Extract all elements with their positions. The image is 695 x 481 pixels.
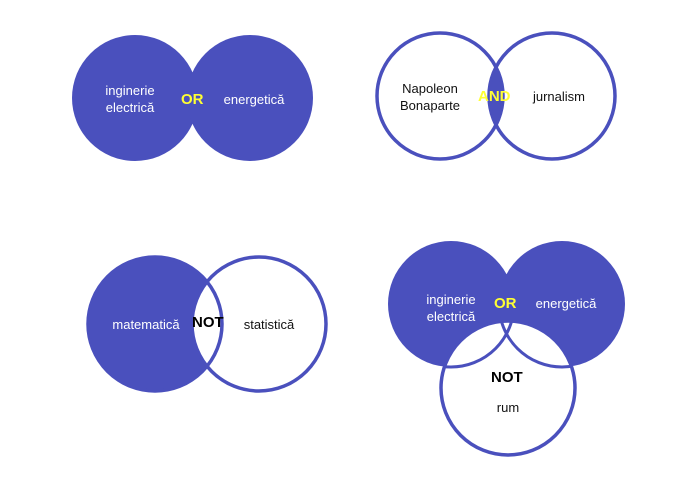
and-right-label: jurnalism (532, 89, 585, 104)
or-operator: OR (181, 91, 204, 108)
venn-and-top (375, 31, 617, 161)
venn-or-left-circle (72, 35, 198, 161)
venn-or-top (72, 35, 313, 161)
venn-or-not-left-arc (441, 321, 516, 369)
venn-or-not-right-arc (497, 321, 575, 369)
or-not-left-label-line1: inginerie (426, 292, 476, 307)
not-left-label: matematică (112, 317, 180, 332)
venn-or-not-bottom (388, 241, 625, 457)
or-not-or-operator: OR (494, 295, 517, 312)
and-operator: AND (478, 88, 511, 105)
or-left-label-line2: electrică (105, 100, 155, 115)
and-left-label-line1: Napoleon (402, 81, 458, 96)
venn-or-right-circle (187, 35, 313, 161)
venn-and-left-circle (375, 31, 505, 161)
or-not-right-label: energetică (535, 296, 597, 311)
or-right-label: energetică (223, 92, 285, 107)
venn-not-left-circle (88, 257, 222, 391)
or-not-left-label: inginerie electrică (415, 291, 487, 325)
not-operator: NOT (192, 314, 224, 331)
venn-or-not-bottom-circle (439, 319, 577, 457)
and-left-label: Napoleon Bonaparte (392, 80, 468, 114)
or-left-label: inginerie electrică (94, 82, 166, 116)
venn-or-not-inner-arcs (441, 321, 575, 369)
and-left-label-line2: Bonaparte (400, 98, 460, 113)
venn-not-bottom (86, 255, 328, 393)
or-not-bottom-label: rum (496, 400, 520, 415)
not-right-label: statistică (243, 317, 295, 332)
or-not-not-operator: NOT (491, 369, 523, 386)
venn-and-right-circle (487, 31, 617, 161)
venn-not-left-outline (86, 255, 224, 393)
or-not-left-label-line2: electrică (426, 309, 476, 324)
venn-not-right-circle (190, 255, 328, 393)
venn-or-not-bottom-fill (441, 321, 575, 455)
or-left-label-line1: inginerie (105, 83, 155, 98)
